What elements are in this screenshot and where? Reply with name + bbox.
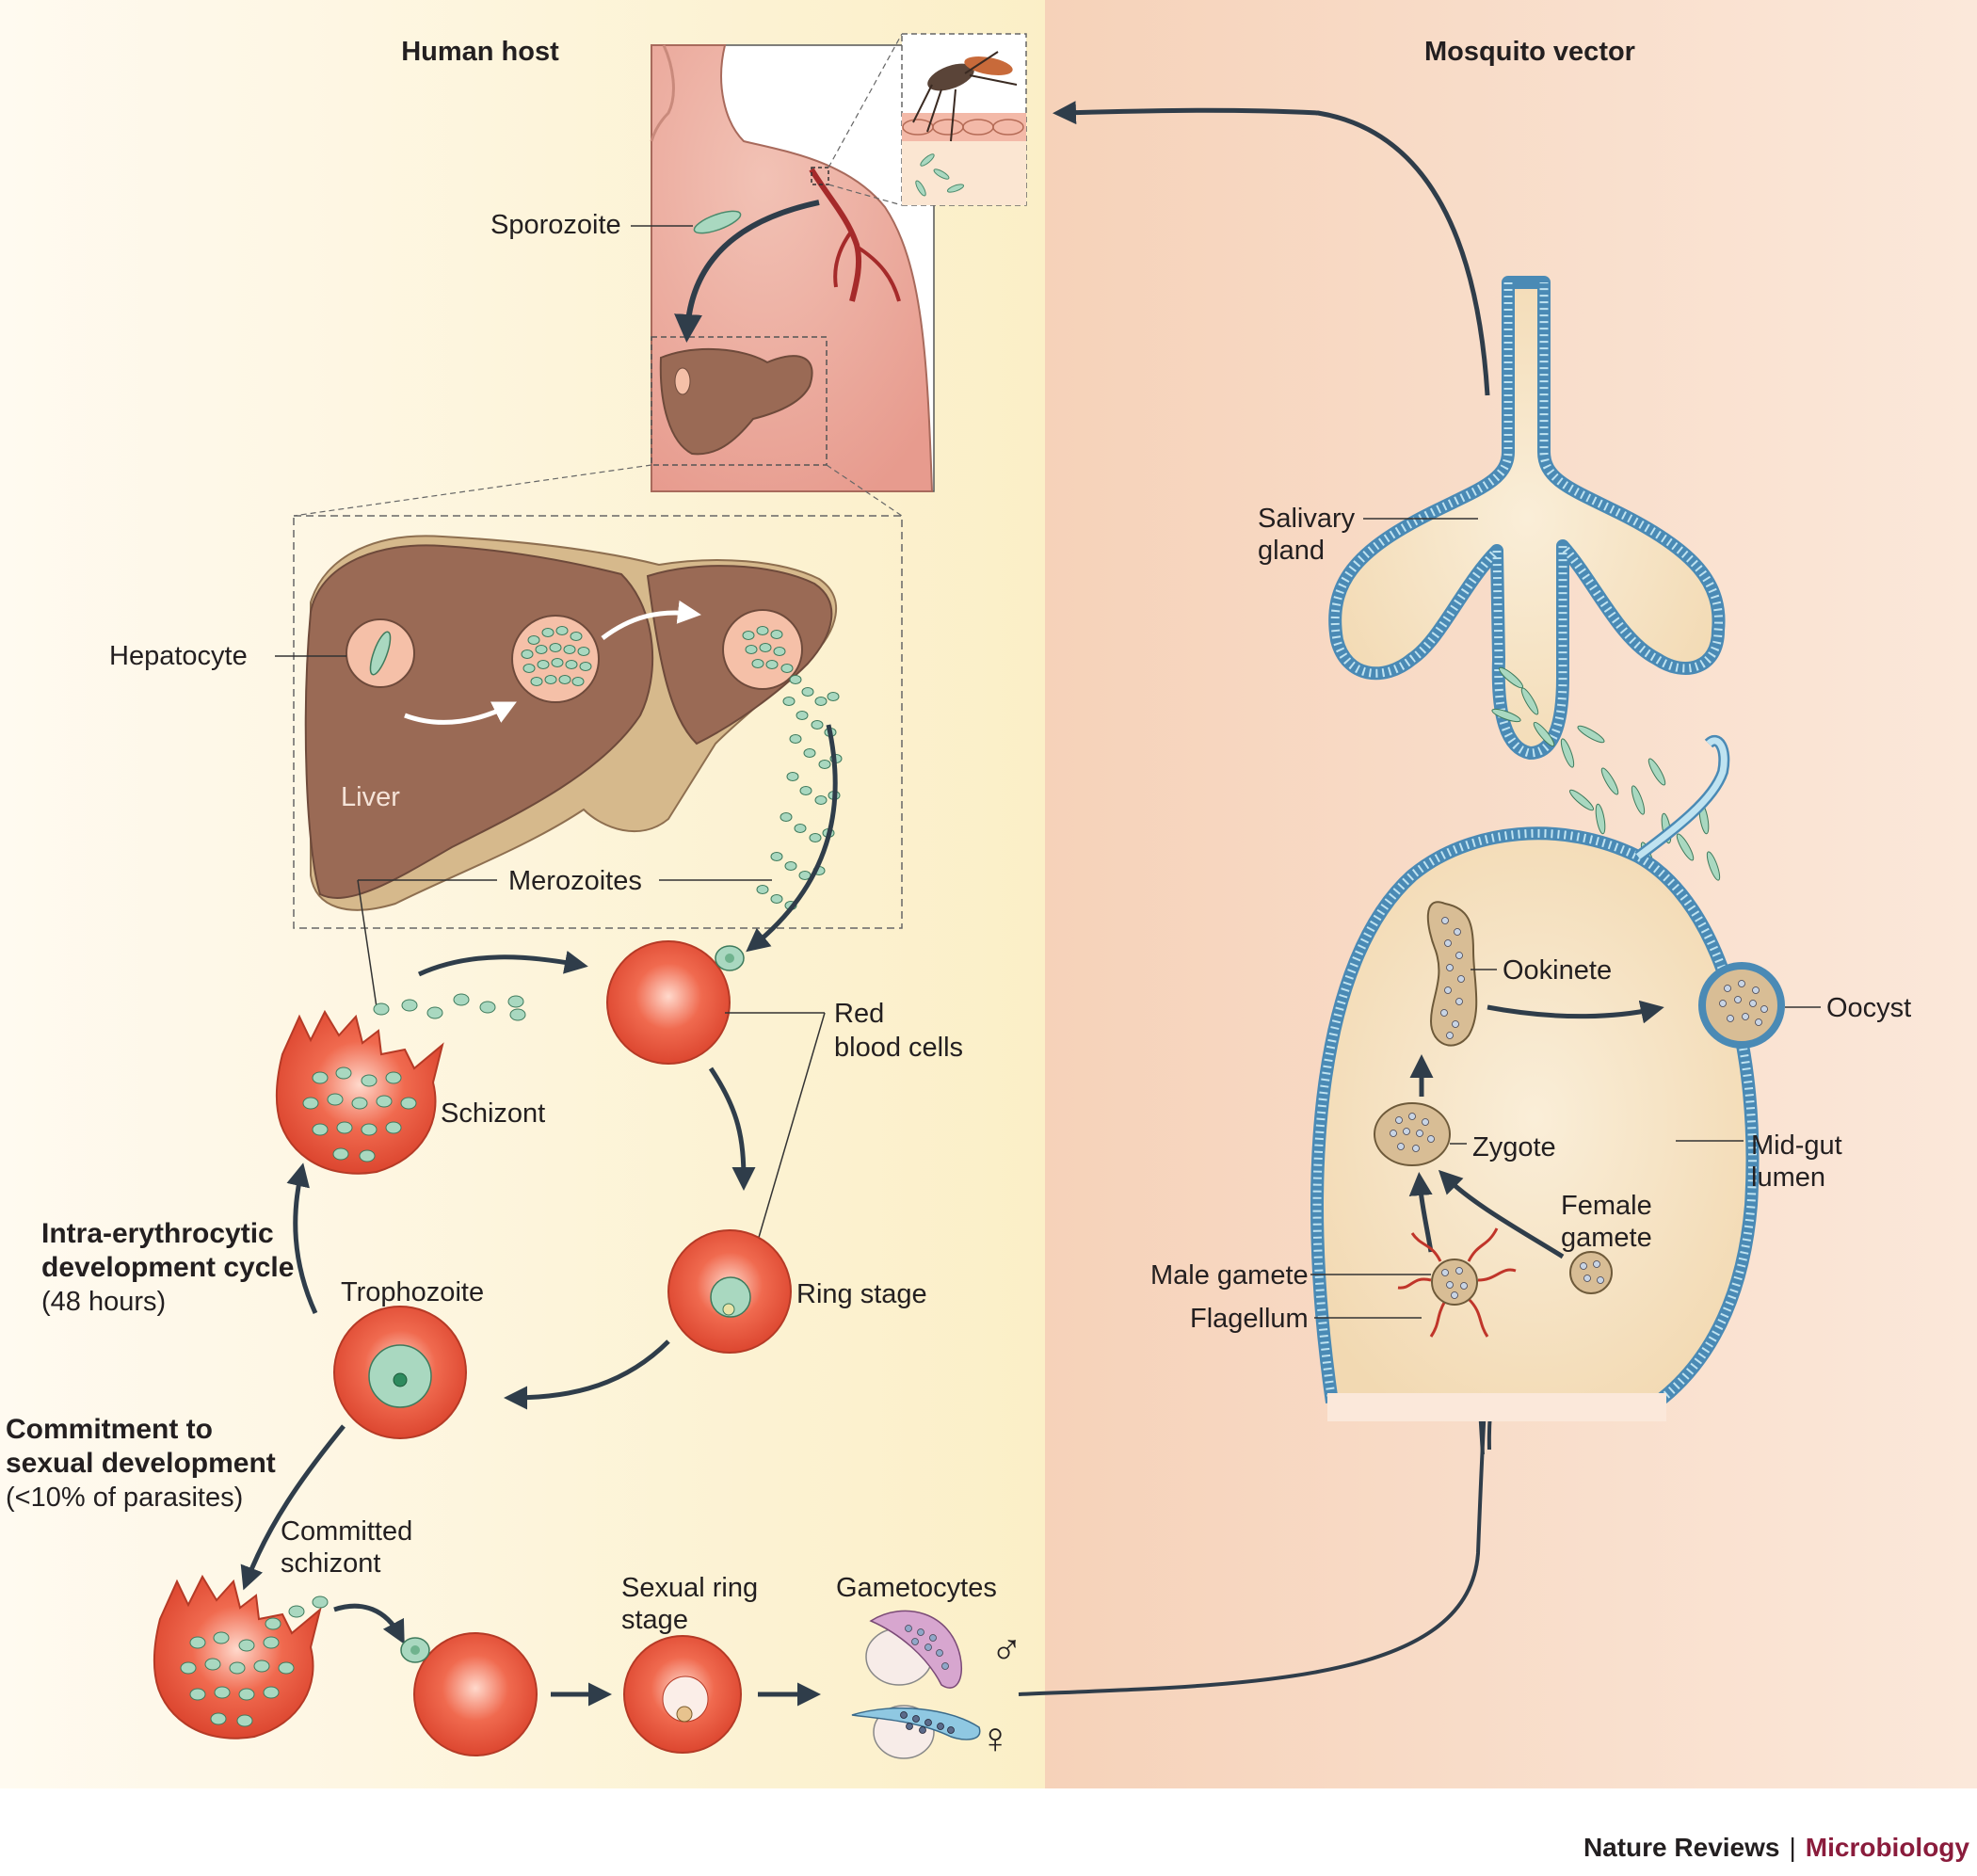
mid-gut-lumen-label-2: lumen [1751,1162,1825,1193]
salivary-gland [1328,276,1726,760]
hepatocyte-label: Hepatocyte [109,641,248,671]
ookinete-cell [1426,901,1478,1047]
female-gametocyte [851,1705,981,1759]
red-blood-cell-1 [606,940,731,1065]
male-gamete-cell [1397,1227,1517,1338]
arrow-trophozoite-to-schizont [286,1162,318,1315]
journal-credit: Nature Reviews|Microbiology [1583,1833,1969,1862]
arrow-male-gamete-to-zygote [1408,1172,1434,1253]
gametocytes-label: Gametocytes [836,1573,997,1603]
sporozoite-label: Sporozoite [490,210,621,240]
released-merozoites [373,993,526,1021]
sexual-ring-label-2: stage [621,1605,688,1635]
committed-schizont-label-1: Committed [281,1516,412,1547]
trophozoite-label: Trophozoite [341,1277,484,1307]
oocyst-label: Oocyst [1826,993,1911,1023]
female-symbol: ♀ [979,1713,1012,1762]
commit-title-line-2: sexual development [6,1448,276,1479]
liver-inset [293,515,903,953]
oocyst-cell [1698,962,1785,1049]
human-host-title: Human host [401,37,559,67]
idc-title-line-1: Intra-erythrocytic [41,1218,274,1249]
male-symbol: ♂ [990,1625,1023,1674]
commit-fraction: (<10% of parasites) [6,1483,243,1513]
zygote-cell [1374,1102,1451,1166]
arrow-ookinete-to-oocyst [1487,1000,1664,1024]
arrow-salivary-to-human [1053,101,1490,396]
ring-stage-label: Ring stage [796,1279,927,1309]
red-blood-cell-2 [413,1632,538,1756]
arrow-sporozoite-to-liver [674,200,820,343]
female-gamete-label-1: Female [1561,1191,1652,1221]
flagellum-label: Flagellum [1190,1304,1309,1334]
committed-schizont-label-2: schizont [281,1548,380,1579]
salivary-gland-label-2: gland [1258,536,1325,566]
human-torso-inset [650,33,1027,492]
commit-title-line-1: Commitment to [6,1414,213,1445]
mosquito-vector-title: Mosquito vector [1424,37,1635,67]
mid-gut [1310,734,1760,1421]
idc-title-line-2: development cycle [41,1252,294,1283]
arrow-female-gamete-to-zygote [1438,1169,1565,1259]
merozoites-label: Merozoites [508,866,642,896]
schizont-merozoites [302,1066,417,1162]
arrow-trophozoite-to-committed [240,1424,346,1591]
liver-label: Liver [341,782,400,812]
male-gametocyte [865,1610,962,1689]
female-gamete-label-2: gamete [1561,1223,1652,1253]
schizont-label: Schizont [441,1098,545,1129]
arrow-rbc-to-ring [708,1066,756,1191]
ookinete-label: Ookinete [1503,955,1612,986]
arrow-schizont-to-rbc [417,951,588,977]
red-blood-cells-label-2: blood cells [834,1033,963,1063]
mid-gut-lumen-label-1: Mid-gut [1751,1130,1842,1161]
sexual-ring-label-1: Sexual ring [621,1573,758,1603]
idc-duration: (48 hours) [41,1287,166,1317]
sporozoite-cell [693,210,742,234]
red-blood-cells-label-1: Red [834,999,884,1029]
salivary-gland-label-1: Salivary [1258,504,1356,534]
arrow-committed-to-rbc [333,1603,405,1644]
zygote-label: Zygote [1472,1132,1556,1162]
male-gamete-label: Male gamete [1150,1260,1309,1291]
female-gamete-cell [1569,1251,1613,1294]
arrow-ring-to-trophozoite [504,1339,670,1410]
